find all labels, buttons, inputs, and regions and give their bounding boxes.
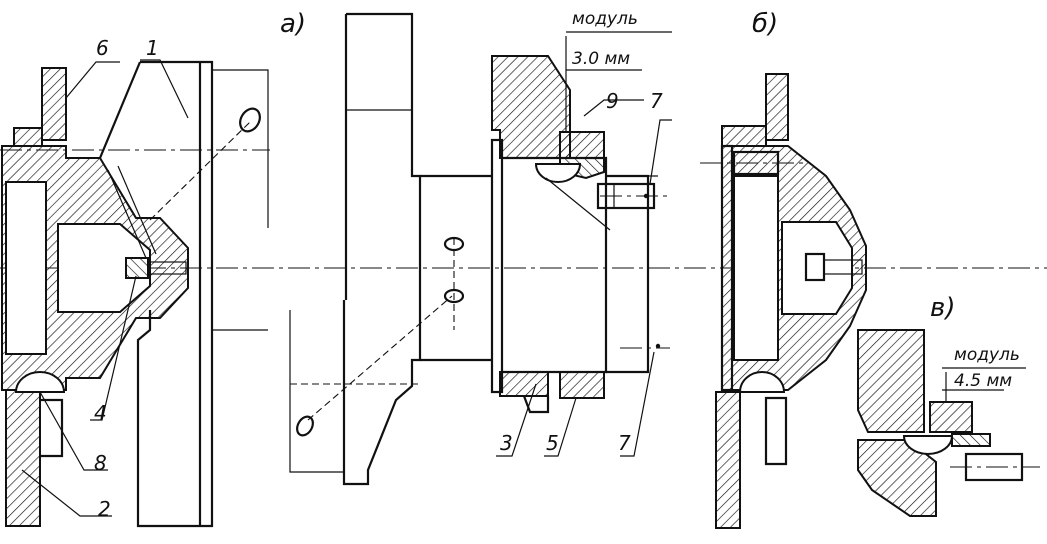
bolt-hole-upper xyxy=(239,107,261,133)
module-v-label: модуль xyxy=(954,345,1020,365)
view-b-assembly: б) xyxy=(700,9,867,529)
part-7-pin-top xyxy=(596,182,656,210)
view-a-middle-assembly: модуль 3.0 мм 9 7 3 5 7 xyxy=(289,9,672,486)
disk-flange-top xyxy=(212,69,269,228)
oil-channel xyxy=(149,121,251,221)
oil-channel-lower xyxy=(307,295,453,421)
bearing-diag xyxy=(545,177,611,231)
leader-6 xyxy=(65,61,120,99)
part-4-plug xyxy=(125,257,149,279)
flange-disk xyxy=(342,12,422,486)
part-6-ring xyxy=(41,67,67,141)
module-b-value: 3.0 мм xyxy=(572,49,630,69)
part-3-housing-top xyxy=(491,55,571,159)
part-8-ball xyxy=(14,371,66,393)
view-label-v: в) xyxy=(930,293,955,323)
part-5-gear xyxy=(559,371,605,399)
leader-4 xyxy=(90,275,137,421)
leader-3 xyxy=(496,383,537,457)
bearing-body xyxy=(502,156,608,374)
callout-7-top: 7 xyxy=(650,89,663,113)
leader-2 xyxy=(21,469,112,517)
pin-top-dot xyxy=(643,193,649,199)
callout-9: 9 xyxy=(606,89,619,113)
seal-ring xyxy=(490,138,504,394)
leader-8 xyxy=(39,391,108,471)
b-seal xyxy=(720,144,734,392)
gear-tooth xyxy=(40,398,64,458)
bearing-ball xyxy=(534,163,582,183)
b-cavity xyxy=(781,221,853,315)
view-a-left-assembly: 6 1 4 8 2 а) xyxy=(0,9,1047,528)
flange-lower-outline xyxy=(289,310,344,473)
v-ring xyxy=(951,433,991,447)
b-bolt xyxy=(823,259,863,275)
part-9-gear xyxy=(559,131,605,159)
leader-7a xyxy=(649,119,672,185)
housing-lip xyxy=(522,395,550,414)
part-6-seal xyxy=(13,127,43,147)
hub-cavity xyxy=(57,223,151,313)
b-top-seal xyxy=(721,125,767,147)
channel-edge-a xyxy=(107,169,147,259)
callout-7-bottom: 7 xyxy=(618,431,631,455)
callout-8: 8 xyxy=(94,451,107,475)
module-b-label: модуль xyxy=(572,9,638,29)
b-ball xyxy=(738,371,786,393)
b-gear xyxy=(715,391,741,529)
part-4-shank xyxy=(147,261,187,275)
oil-hole-lower xyxy=(443,288,465,304)
right-ring xyxy=(606,174,650,374)
v-housing-top xyxy=(857,329,925,433)
leader-5 xyxy=(544,397,577,457)
part-2-gear xyxy=(5,389,41,527)
b-top-ring xyxy=(765,73,789,141)
leader-7c xyxy=(620,351,655,457)
callout-1: 1 xyxy=(146,36,159,60)
leader-1 xyxy=(140,59,189,119)
view-label-b: б) xyxy=(752,9,778,39)
b-bore xyxy=(733,175,779,361)
disk-edge xyxy=(98,61,142,159)
callout-5: 5 xyxy=(546,431,559,455)
view-label-a: а) xyxy=(280,9,306,39)
pin-bottom-dot xyxy=(655,343,661,349)
part-3-housing-bottom xyxy=(499,371,549,397)
b-gear-tooth xyxy=(764,396,788,466)
v-gear xyxy=(929,401,973,433)
hub-bore xyxy=(5,181,47,355)
leader-9 xyxy=(583,99,644,117)
channel-edge-b xyxy=(117,165,157,255)
part-1-disk xyxy=(136,60,214,528)
view-v-detail: в) модуль 4.5 мм xyxy=(857,293,1040,517)
callout-3: 3 xyxy=(500,431,513,455)
callout-2: 2 xyxy=(98,497,111,521)
callout-6: 6 xyxy=(96,36,109,60)
module-v-value: 4.5 мм xyxy=(954,371,1012,391)
callout-4: 4 xyxy=(94,401,107,425)
bolt-hole-lower xyxy=(296,415,314,437)
